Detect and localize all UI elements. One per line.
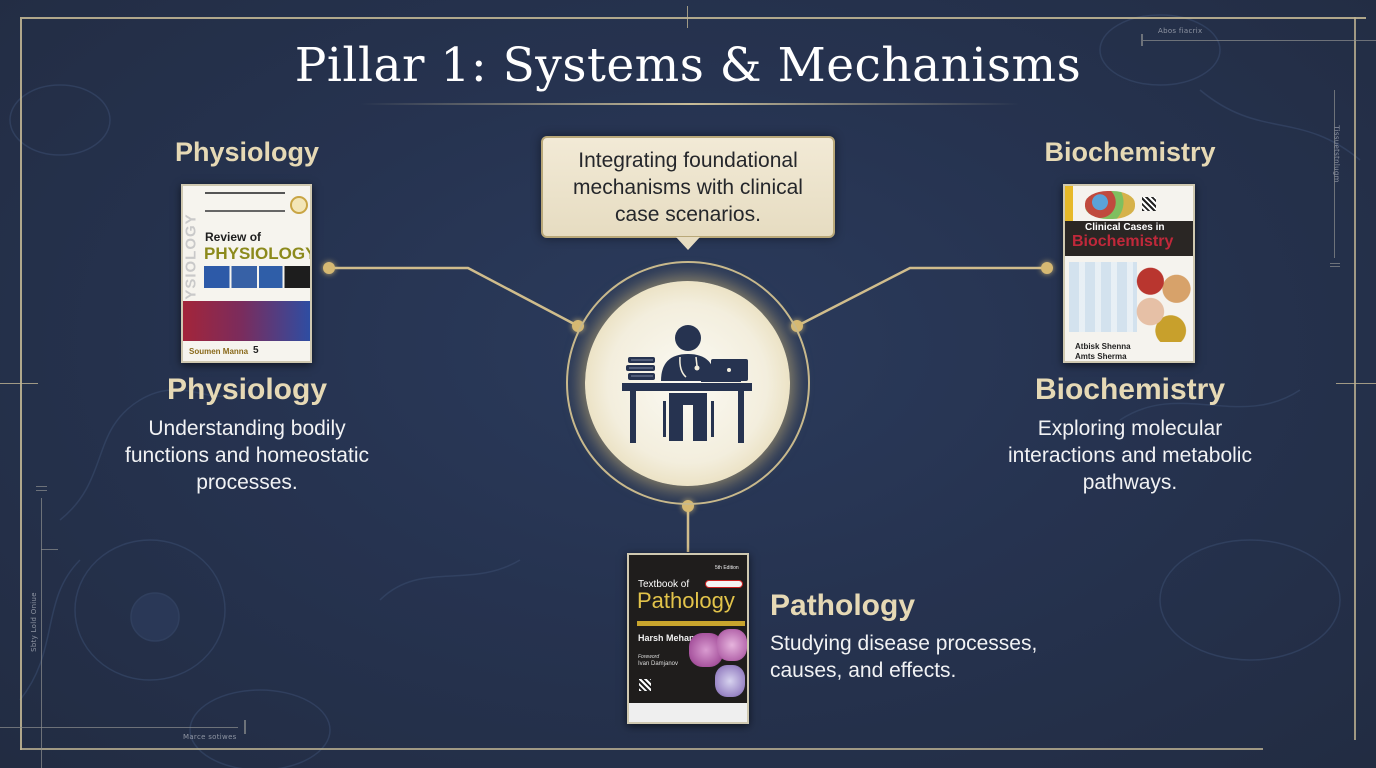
biochemistry-heading: Biochemistry (1034, 373, 1226, 406)
book-footer-band (629, 703, 747, 722)
top-right-rule (1143, 40, 1376, 41)
book-foreword-label: Foreword (638, 654, 660, 660)
frame-bottom-line (20, 748, 1263, 750)
book-author: Harsh Mehan (638, 633, 695, 643)
node-physiology-end (323, 262, 335, 274)
right-equals-mark (1330, 263, 1340, 264)
biochemistry-description: Exploring molecular interactions and met… (1008, 417, 1252, 494)
book-title-band (1065, 221, 1193, 256)
biochemistry-book-cover[interactable]: Clinical Cases in Biochemistry Atbisk Sh… (1063, 184, 1195, 363)
top-right-rule-cap (1141, 34, 1143, 46)
pathology-heading: Pathology (770, 589, 916, 622)
book-edition: 5th Edition (715, 565, 739, 571)
book-seal (290, 196, 308, 214)
book-edition: 5 (253, 345, 259, 356)
book-title-line2: Pathology (637, 588, 735, 613)
book-foreword-name: Ivan Damjanov (638, 661, 679, 667)
physiology-heading: Physiology (166, 373, 328, 406)
book-title-line2: PHYSIOLOGY (204, 244, 312, 263)
hub-outer-ring (566, 261, 810, 505)
pathology-book-cover[interactable]: 5th Edition Textbook of Pathology Harsh … (627, 553, 749, 724)
book-yellow-spine (1065, 186, 1073, 228)
book-gold-band (637, 621, 745, 626)
callout-box: Integrating foundational mechanisms with… (541, 136, 835, 238)
book-revised-badge (705, 580, 743, 588)
biochemistry-top-heading: Biochemistry (1044, 137, 1216, 167)
book-title-line1: Textbook of (638, 579, 690, 590)
title-underline (360, 103, 1020, 105)
frame-right-line (1354, 17, 1356, 740)
pathology-description: Studying disease processes, causes, and … (770, 632, 1038, 682)
right-equals-mark-2 (1330, 266, 1340, 267)
left-inner-tick (41, 549, 58, 550)
book-author-1: Atbisk Shenna (1075, 342, 1131, 351)
callout-pointer (676, 237, 700, 250)
page-title: Pillar 1: Systems & Mechanisms (294, 38, 1082, 93)
book-qr-code (1142, 197, 1156, 211)
book-title-line1: Clinical Cases in (1085, 222, 1165, 233)
connector-physiology (330, 266, 579, 328)
right-inner-rule (1334, 90, 1335, 258)
book-organ-images (204, 266, 310, 288)
physiology-top-heading: Physiology (174, 137, 320, 167)
left-center-tick (0, 383, 38, 384)
top-right-label: Abos fiacrix (1158, 27, 1203, 35)
connector-biochemistry (796, 266, 1046, 328)
book-title-line2: Biochemistry (1072, 233, 1174, 250)
book-qr-code (639, 679, 651, 691)
hub-circle (585, 281, 790, 486)
book-header-lines (205, 192, 285, 212)
bottom-left-rule-cap (244, 720, 246, 734)
left-inner-rule (41, 498, 42, 768)
book-info-band (183, 301, 310, 341)
book-micrograph-3 (715, 665, 745, 697)
book-author: Soumen Manna (189, 347, 249, 356)
book-protein-image (1085, 191, 1135, 219)
top-center-tick (687, 6, 688, 28)
left-equals-mark-2 (36, 490, 47, 491)
bottom-left-rule (0, 727, 238, 728)
physiology-book-cover[interactable]: PHYSIOLOGY Review of PHYSIOLOGY Soumen M… (181, 184, 312, 363)
book-author-2: Amts Sherma (1075, 352, 1127, 361)
right-center-tick (1336, 383, 1376, 384)
doctor-at-desk-icon (622, 325, 752, 443)
book-micrograph-2 (717, 629, 747, 661)
left-equals-mark (36, 486, 47, 487)
book-tissue-images (1133, 266, 1191, 342)
book-glassware-image (1069, 262, 1137, 332)
book-title-line1: Review of (205, 230, 262, 244)
physiology-description: Understanding bodily functions and homeo… (125, 417, 369, 494)
node-biochemistry-end (1041, 262, 1053, 274)
bottom-left-label: Marce sotiwes (183, 733, 237, 741)
